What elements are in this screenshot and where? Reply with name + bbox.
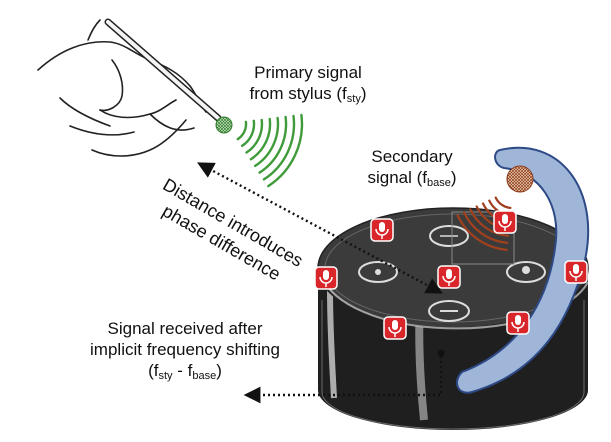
secondary-signal-line1: Secondary (371, 147, 453, 166)
band-speaker-icon (506, 165, 534, 193)
received-line1: Signal received after (107, 319, 263, 338)
signal-wave-arc (469, 208, 510, 237)
microphone-icon (506, 311, 530, 335)
volume-button (506, 261, 546, 283)
received-line3: (fsty - fbase) (148, 361, 222, 382)
signal-wave-arc (456, 214, 508, 251)
primary-signal-line2: from stylus (fsty) (249, 84, 367, 105)
distance-arrow (197, 162, 443, 294)
receive-point (437, 349, 445, 357)
secondary-signal-label: Secondary signal (fbase) (352, 146, 472, 189)
primary-signal-line1: Primary signal (254, 63, 362, 82)
signal-wave-arc (494, 196, 512, 209)
microphone-icon (493, 210, 517, 234)
signal-wave-arc (462, 211, 509, 244)
microphone-icon (383, 316, 407, 340)
wrist-band (456, 146, 590, 394)
signal-wave-arc (241, 119, 256, 147)
microphone-icon (314, 266, 338, 290)
received-line2: implicit frequency shifting (90, 340, 280, 359)
microphone-icon (437, 265, 461, 289)
signal-wave-arc (249, 117, 272, 161)
signal-wave-arc (236, 120, 248, 141)
secondary-signal-line2: signal (fbase) (367, 168, 457, 189)
stylus-speaker-icon (215, 116, 233, 134)
primary-signal-label: Primary signal from stylus (fsty) (238, 62, 378, 105)
signal-wave-arc (245, 118, 264, 154)
received-signal-label: Signal received after implicit frequency… (60, 318, 310, 382)
primary-signal-waves (236, 113, 304, 188)
stylus (104, 18, 233, 134)
microphone-icon (370, 218, 394, 242)
mute-button (428, 300, 470, 322)
microphone-icon (564, 260, 588, 284)
